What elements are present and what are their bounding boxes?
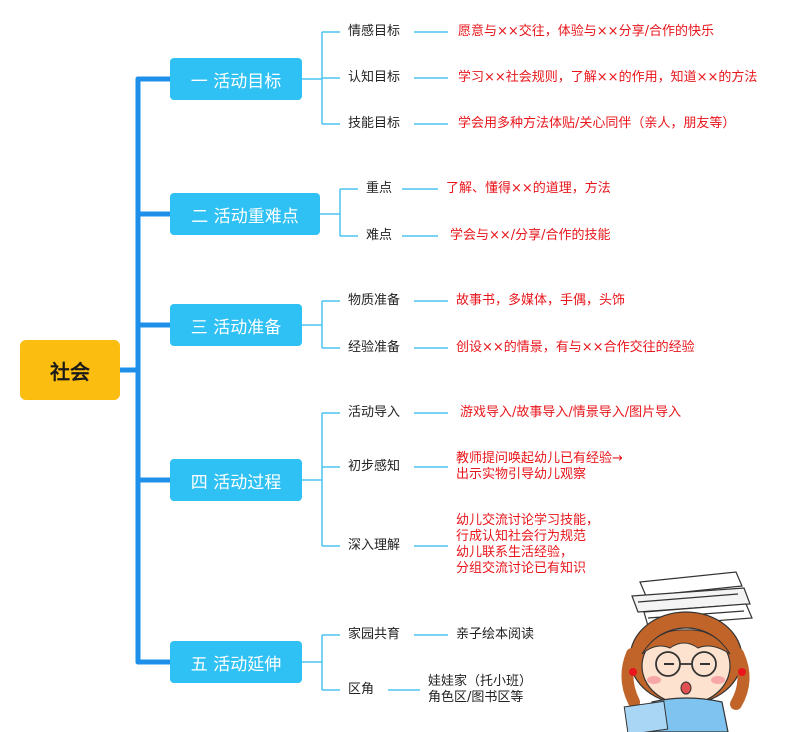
leaf-deep-understanding: 幼儿交流讨论学习技能， 行成认知社会行为规范 幼儿联系生活经验， 分组交流讨论已… xyxy=(456,513,600,576)
sub-initial-perception: 初步感知 xyxy=(348,459,401,474)
branch-key-difficult-points: 二 活动重难点 xyxy=(170,193,320,235)
leaf-key-point: 了解、懂得××的道理，方法 xyxy=(446,181,611,196)
branch-activity-extension: 五 活动延伸 xyxy=(170,641,302,683)
leaf-initial-perception: 教师提问唤起幼儿已有经验→ 出示实物引导幼儿观察 xyxy=(456,451,623,482)
girl-with-books-illustration xyxy=(621,571,753,732)
branch-activity-process: 四 活动过程 xyxy=(170,459,302,501)
sub-skill-goal: 技能目标 xyxy=(348,116,401,131)
leaf-skill-goal: 学会用多种方法体贴/关心同伴（亲人，朋友等） xyxy=(458,116,736,131)
sub-material-prep: 物质准备 xyxy=(348,293,401,308)
sub-corner-area: 区角 xyxy=(348,682,375,697)
root-node: 社会 xyxy=(20,340,120,400)
sub-experience-prep: 经验准备 xyxy=(348,340,401,355)
leaf-activity-intro: 游戏导入/故事导入/情景导入/图片导入 xyxy=(460,405,682,420)
branch-activity-goals: 一 活动目标 xyxy=(170,58,302,100)
leaf-material-prep: 故事书，多媒体，手偶，头饰 xyxy=(456,293,626,308)
leaf-home-school: 亲子绘本阅读 xyxy=(456,627,535,642)
sub-activity-intro: 活动导入 xyxy=(348,405,401,420)
leaf-corner-area: 娃娃家（托小班） 角色区/图书区等 xyxy=(428,674,533,705)
leaf-emotion-goal: 愿意与××交往，体验与××分享/合作的快乐 xyxy=(458,24,714,39)
sub-key-point: 重点 xyxy=(366,181,393,196)
sub-deep-understanding: 深入理解 xyxy=(348,538,401,553)
sub-home-school: 家园共育 xyxy=(348,627,401,642)
branch-activity-preparation: 三 活动准备 xyxy=(170,304,302,346)
leaf-cognitive-goal: 学习××社会规则，了解××的作用，知道××的方法 xyxy=(458,70,758,85)
leaf-experience-prep: 创设××的情景，有与××合作交往的经验 xyxy=(456,340,695,355)
sub-emotion-goal: 情感目标 xyxy=(348,24,401,39)
sub-difficult-point: 难点 xyxy=(366,228,393,243)
sub-cognitive-goal: 认知目标 xyxy=(348,70,401,85)
leaf-difficult-point: 学会与××/分享/合作的技能 xyxy=(450,228,611,243)
